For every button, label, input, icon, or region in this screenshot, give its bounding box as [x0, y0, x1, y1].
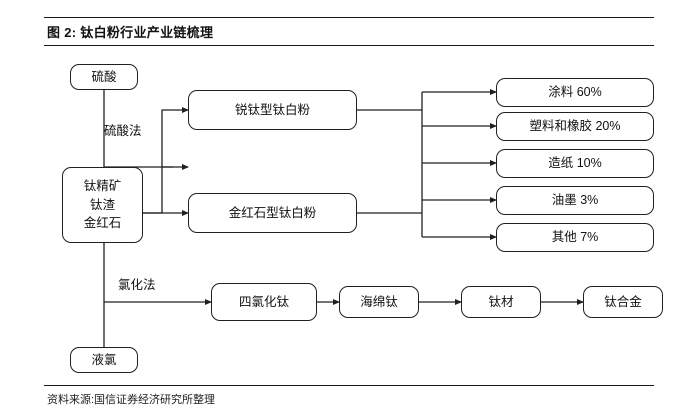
title-bottom-rule: [44, 45, 654, 46]
node-application-paper: 造纸 10%: [496, 149, 654, 178]
node-titanium-alloy-label: 钛合金: [604, 294, 642, 309]
node-titanium-tetrachloride: 四氯化钛: [211, 283, 317, 321]
node-ore-feedstock: 钛精矿 钛渣 金红石: [62, 167, 143, 243]
node-application-other: 其他 7%: [496, 223, 654, 252]
node-application-other-label: 其他 7%: [551, 230, 599, 245]
edge-label-chloride-process: 氯化法: [118, 278, 156, 292]
node-titanium-sponge: 海绵钛: [339, 286, 419, 318]
node-liquid-chlorine: 液氯: [70, 347, 138, 373]
node-application-paper-label: 造纸 10%: [548, 156, 602, 171]
node-sulfuric-acid-label: 硫酸: [91, 69, 117, 84]
node-application-ink: 油墨 3%: [496, 186, 654, 215]
node-rutile-tio2-label: 金红石型钛白粉: [228, 205, 317, 220]
title-top-rule: [44, 17, 654, 18]
source-note: 资料来源:国信证券经济研究所整理: [47, 394, 216, 406]
node-rutile-tio2: 金红石型钛白粉: [188, 193, 357, 233]
node-anatase-tio2-label: 锐钛型钛白粉: [234, 102, 310, 117]
node-titanium-alloy: 钛合金: [583, 286, 663, 318]
footer-rule: [44, 385, 654, 386]
node-application-ink-label: 油墨 3%: [551, 193, 599, 208]
node-ore-line3: 金红石: [83, 216, 122, 231]
node-ore-line1: 钛精矿: [83, 178, 122, 193]
figure-title: 图 2: 钛白粉行业产业链梳理: [47, 25, 214, 40]
node-titanium-sponge-label: 海绵钛: [360, 294, 398, 309]
edge-label-sulfate-process: 硫酸法: [104, 124, 142, 138]
node-anatase-tio2: 锐钛型钛白粉: [188, 90, 357, 130]
node-titanium-tetrachloride-label: 四氯化钛: [238, 294, 289, 309]
node-application-coating: 涂料 60%: [496, 78, 654, 107]
node-sulfuric-acid: 硫酸: [70, 64, 138, 90]
node-titanium-material-label: 钛材: [488, 294, 514, 309]
node-application-plastic-rubber: 塑料和橡胶 20%: [496, 112, 654, 141]
node-liquid-chlorine-label: 液氯: [91, 352, 117, 367]
node-application-plastic-rubber-label: 塑料和橡胶 20%: [529, 119, 621, 134]
node-application-coating-label: 涂料 60%: [548, 85, 602, 100]
node-titanium-material: 钛材: [461, 286, 541, 318]
node-ore-line2: 钛渣: [89, 197, 115, 212]
